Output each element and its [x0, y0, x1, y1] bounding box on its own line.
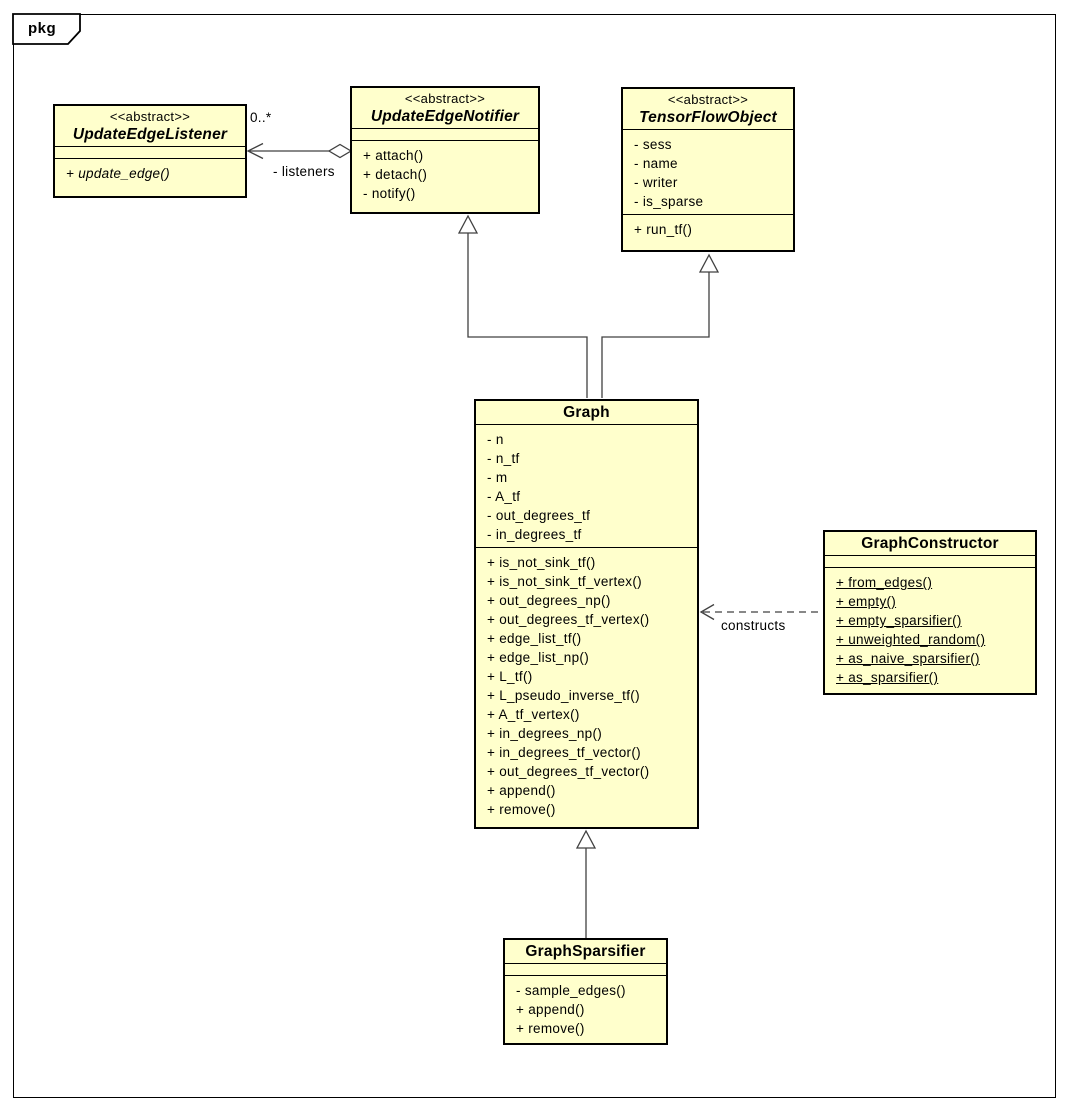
attribute-item: - m	[487, 470, 508, 485]
method-item: + as_sparsifier()	[836, 670, 939, 685]
class-header: <<abstract>> TensorFlowObject	[623, 89, 793, 129]
method-item: + L_tf()	[487, 669, 533, 684]
methods-compartment: + update_edge()	[55, 158, 245, 196]
attributes-compartment	[55, 146, 245, 158]
method-item: - notify()	[363, 186, 416, 201]
method-item: + L_pseudo_inverse_tf()	[487, 688, 640, 703]
attribute-item: - A_tf	[487, 489, 521, 504]
attribute-item: - name	[634, 156, 678, 171]
attribute-item: - is_sparse	[634, 194, 704, 209]
method-item: + out_degrees_np()	[487, 593, 611, 608]
class-header: Graph	[476, 401, 697, 424]
method-item: + append()	[487, 783, 556, 798]
stereotype-label: <<abstract>>	[667, 92, 749, 107]
method-item: + in_degrees_np()	[487, 726, 603, 741]
methods-compartment: + attach() + detach() - notify()	[352, 140, 538, 212]
method-item: + A_tf_vertex()	[487, 707, 580, 722]
methods-compartment: + run_tf()	[623, 214, 793, 250]
class-update-edge-listener: <<abstract>> UpdateEdgeListener + update…	[53, 104, 247, 198]
stereotype-label: <<abstract>>	[404, 91, 486, 106]
attribute-item: - sess	[634, 137, 672, 152]
class-name: GraphConstructor	[861, 535, 999, 552]
aggregation-multiplicity-label: 0..*	[250, 110, 272, 125]
method-item: + out_degrees_tf_vertex()	[487, 612, 650, 627]
method-item: + detach()	[363, 167, 428, 182]
class-header: <<abstract>> UpdateEdgeNotifier	[352, 88, 538, 128]
method-item: + empty_sparsifier()	[836, 613, 962, 628]
method-item: + empty()	[836, 594, 897, 609]
attributes-compartment: - sess - name - writer - is_sparse	[623, 129, 793, 214]
method-item: - sample_edges()	[516, 983, 626, 998]
attribute-item: - n	[487, 432, 504, 447]
class-header: GraphConstructor	[825, 532, 1035, 555]
methods-compartment: + is_not_sink_tf() + is_not_sink_tf_vert…	[476, 547, 697, 827]
package-tag-label: pkg	[28, 20, 57, 37]
attribute-item: - out_degrees_tf	[487, 508, 591, 523]
method-item: + is_not_sink_tf()	[487, 555, 596, 570]
class-name: UpdateEdgeListener	[72, 126, 228, 143]
attributes-compartment	[352, 128, 538, 140]
method-item: + in_degrees_tf_vector()	[487, 745, 641, 760]
class-name: UpdateEdgeNotifier	[370, 108, 520, 125]
method-item: + edge_list_tf()	[487, 631, 582, 646]
methods-compartment: - sample_edges() + append() + remove()	[505, 975, 666, 1043]
method-item: + unweighted_random()	[836, 632, 986, 647]
stereotype-label: <<abstract>>	[109, 109, 191, 124]
class-graph-sparsifier: GraphSparsifier - sample_edges() + appen…	[503, 938, 668, 1045]
class-header: <<abstract>> UpdateEdgeListener	[55, 106, 245, 146]
method-item: + attach()	[363, 148, 424, 163]
method-item: + out_degrees_tf_vector()	[487, 764, 650, 779]
attributes-compartment: - n - n_tf - m - A_tf - out_degrees_tf -…	[476, 424, 697, 547]
class-graph-constructor: GraphConstructor + from_edges() + empty(…	[823, 530, 1037, 695]
class-graph: Graph - n - n_tf - m - A_tf - out_degree…	[474, 399, 699, 829]
class-tensor-flow-object: <<abstract>> TensorFlowObject - sess - n…	[621, 87, 795, 252]
aggregation-role-label: - listeners	[273, 164, 335, 179]
method-item: + run_tf()	[634, 222, 693, 237]
class-header: GraphSparsifier	[505, 940, 666, 963]
package-frame	[13, 14, 1056, 1098]
attribute-item: - writer	[634, 175, 678, 190]
method-item: + update_edge()	[66, 166, 170, 181]
method-item: + is_not_sink_tf_vertex()	[487, 574, 642, 589]
method-item: + as_naive_sparsifier()	[836, 651, 980, 666]
method-item: + remove()	[487, 802, 556, 817]
attribute-item: - in_degrees_tf	[487, 527, 582, 542]
attribute-item: - n_tf	[487, 451, 520, 466]
method-item: + append()	[516, 1002, 585, 1017]
class-update-edge-notifier: <<abstract>> UpdateEdgeNotifier + attach…	[350, 86, 540, 214]
class-name: GraphSparsifier	[525, 943, 646, 960]
method-item: + remove()	[516, 1021, 585, 1036]
methods-compartment: + from_edges() + empty() + empty_sparsif…	[825, 567, 1035, 693]
attributes-compartment	[825, 555, 1035, 567]
attributes-compartment	[505, 963, 666, 975]
class-name: TensorFlowObject	[639, 109, 777, 126]
method-item: + edge_list_np()	[487, 650, 589, 665]
constructs-dependency-label: constructs	[721, 618, 786, 633]
method-item: + from_edges()	[836, 575, 933, 590]
class-name: Graph	[563, 404, 610, 421]
